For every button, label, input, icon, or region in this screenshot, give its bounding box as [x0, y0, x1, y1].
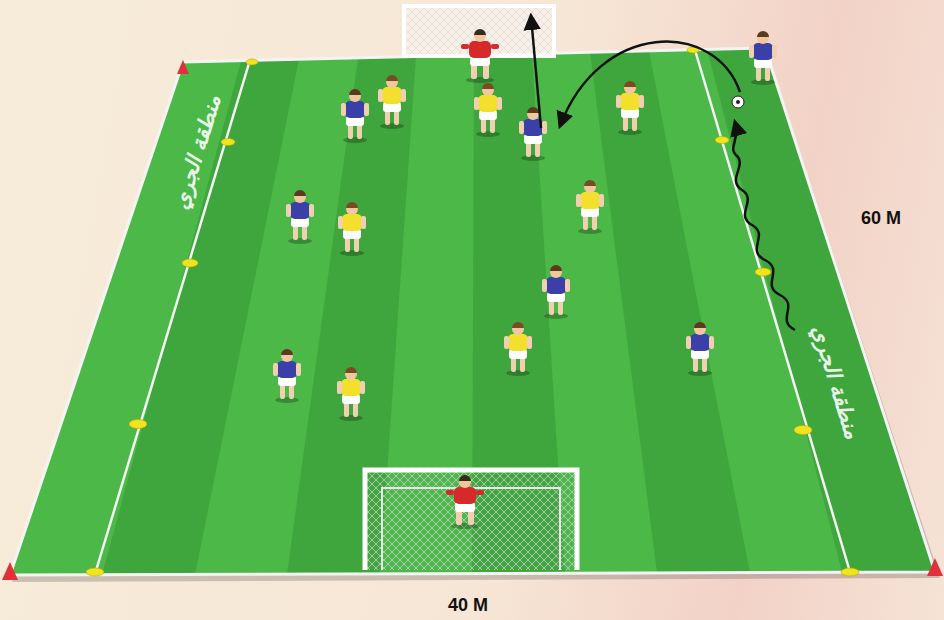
- left-zone-line: [95, 60, 250, 574]
- pass-arrow: [560, 42, 740, 126]
- field-stripes: [102, 48, 935, 575]
- dimension-label: 40 M: [448, 595, 488, 616]
- ball: [732, 96, 744, 108]
- dribble-arrow: [733, 122, 795, 330]
- corner-cones: [2, 46, 943, 580]
- players: [273, 29, 777, 529]
- bottom-goal: [365, 470, 577, 570]
- dimension-label: 60 M: [861, 208, 901, 229]
- right-zone-line: [695, 50, 850, 572]
- shot-arrow: [531, 16, 541, 128]
- field-border: [10, 48, 935, 575]
- marker-discs: [86, 47, 859, 576]
- field-surface: [10, 48, 935, 575]
